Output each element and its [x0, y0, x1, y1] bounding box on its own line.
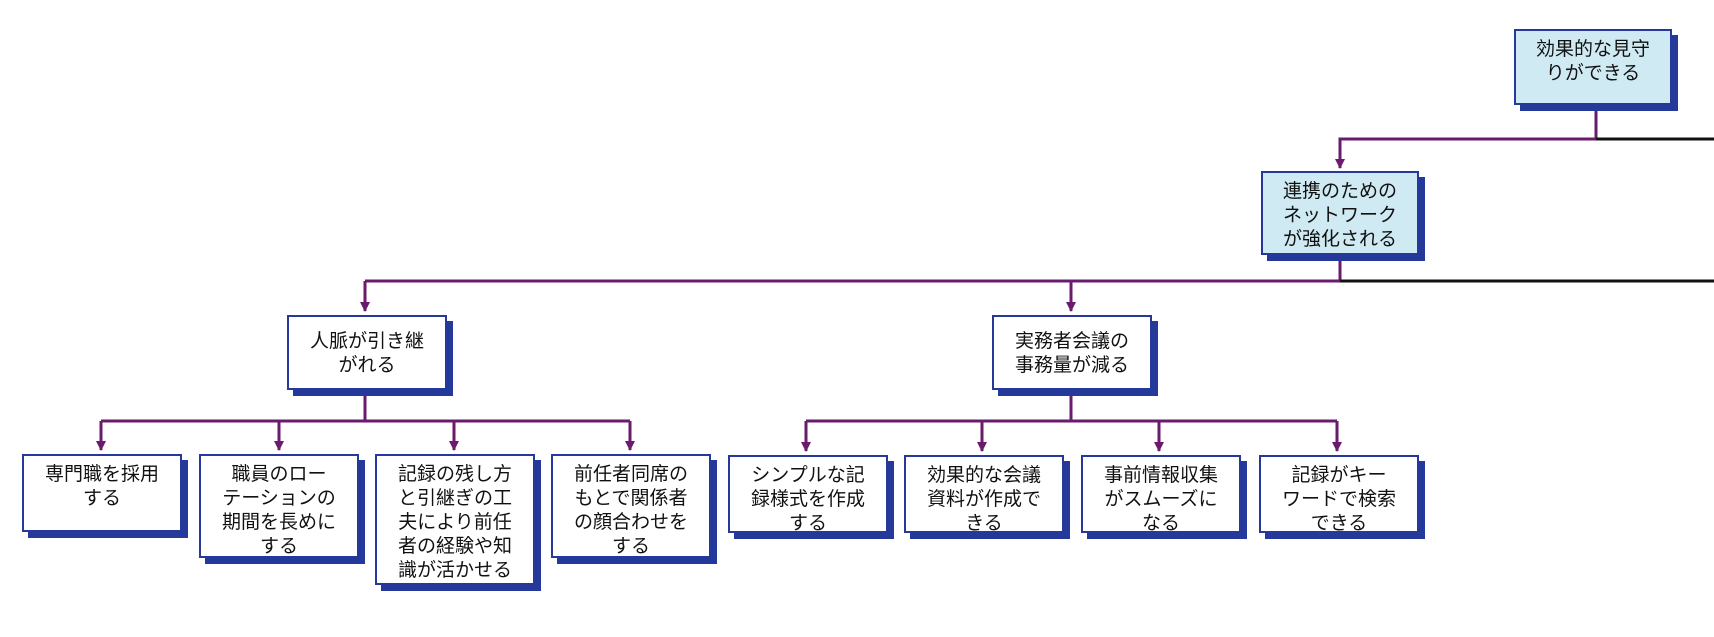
node-network-strengthened: 連携のための ネットワーク が強化される: [1261, 171, 1419, 255]
node-meeting-workload-reduced: 実務者会議の 事務量が減る: [992, 315, 1152, 390]
edge-root-network: [1335, 104, 1598, 169]
node-contacts-inherited: 人脈が引き継 がれる: [287, 315, 447, 390]
node-simple-record-format: シンプルな記 録様式を作成 する: [728, 455, 888, 534]
edge-jinmyaku-bus: [101, 389, 630, 423]
node-keyword-search: 記録がキー ワードで検索 できる: [1259, 455, 1419, 534]
edge-network-bus: [365, 256, 1342, 283]
node-effective-monitoring: 効果的な見守 りができる: [1514, 29, 1672, 105]
node-hire-specialists: 専門職を採用 する: [22, 454, 182, 532]
node-record-handover: 記録の残し方 と引継ぎの工 夫により前任 者の経験や知 識が活かせる: [375, 454, 535, 585]
node-smooth-info-gathering: 事前情報収集 がスムーズに なる: [1081, 455, 1241, 534]
node-effective-meeting-materials: 効果的な会議 資料が作成で きる: [904, 455, 1064, 534]
edge-jimusha-bus: [806, 389, 1337, 423]
node-predecessor-introductions: 前任者同席の もとで関係者 の顔合わせを する: [551, 454, 711, 558]
node-longer-rotation: 職員のロー テーションの 期間を長めに する: [199, 454, 359, 558]
